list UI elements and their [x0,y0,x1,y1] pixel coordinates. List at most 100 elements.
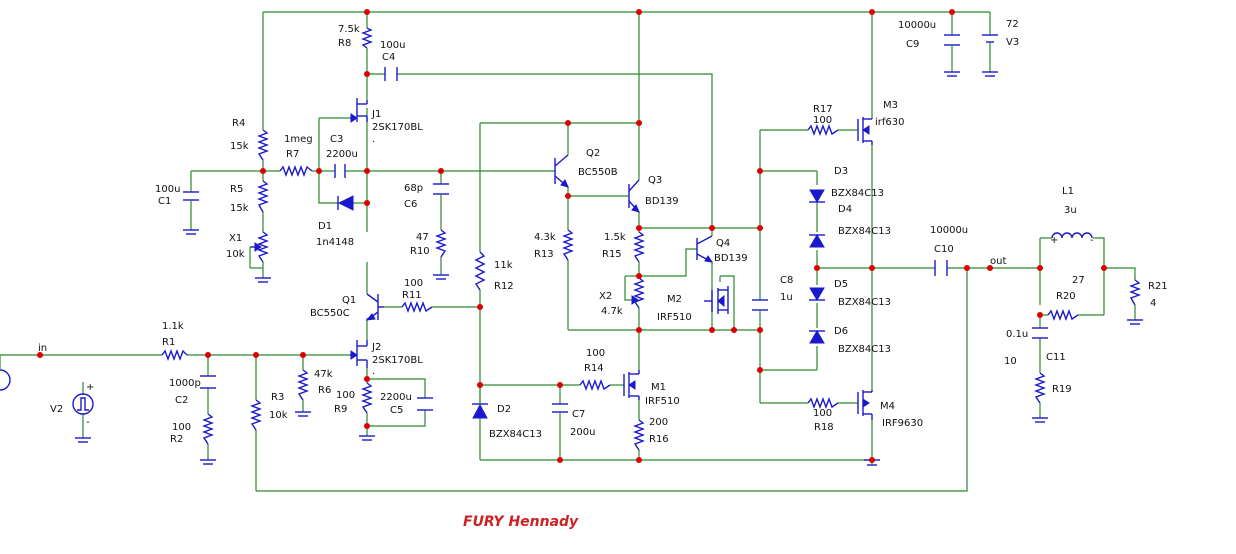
capacitor-c3 [334,164,346,178]
resistor-r8 [361,27,373,49]
resistor-r9 [359,382,375,441]
label-r14-ref: R14 [584,363,604,374]
label-m1-val: IRF510 [645,396,680,407]
inductor-l1 [1051,232,1093,239]
label-x1-ref: X1 [229,233,242,244]
label-r7-val: 1meg [284,134,313,145]
label-c4-val: 100u [380,40,405,51]
label-r1-val: 1.1k [162,321,184,332]
resistor-r3 [250,399,262,431]
capacitor-c6 [433,183,449,202]
label-m2-val: IRF510 [657,312,692,323]
resistor-r6 [295,369,311,417]
label-r2-val: 100 [172,422,191,433]
label-r9-val: 100 [336,390,355,401]
label-c10-ref: C10 [934,244,954,255]
label-v2-ref: V2 [50,404,63,415]
label-v3-val: 72 [1006,19,1019,30]
label-d2-val: BZX84C13 [489,429,542,440]
label-x2-val: 4.7k [601,306,623,317]
label-d6-ref: D6 [834,326,848,337]
label-r17-val: 100 [813,115,832,126]
label-m3-val: irf630 [875,117,905,128]
label-r18-val: 100 [813,408,832,419]
resistor-r18 [807,397,839,409]
resistor-r10 [433,229,449,280]
label-q2-ref: Q2 [586,148,600,159]
label-m3-ref: M3 [883,100,898,111]
label-j2-dot: . [372,366,375,377]
resistor-r1 [161,349,188,361]
label-c8-val: 1u [780,292,793,303]
label-q4-val: BD139 [714,253,748,264]
label-c9-ref: C9 [906,39,919,50]
transistor-q2 [554,154,569,188]
label-m2-ref: M2 [667,294,682,305]
label-q1-ref: Q1 [342,295,356,306]
label-r4-ref: R4 [232,118,245,129]
capacitor-c2 [200,375,216,389]
capacitor-c7 [552,403,568,420]
label-r13-val: 4.3k [534,232,556,243]
label-c5-val: 2200u [380,392,412,403]
resistor-r14 [579,379,611,391]
label-d3-ref: D3 [834,166,848,177]
jfet-j2 [350,340,368,368]
label-c2-ref: C2 [175,395,188,406]
label-r3-ref: R3 [271,392,284,403]
resistor-r15 [633,231,645,263]
label-r13-ref: R13 [534,249,554,260]
label-c11-ref: C11 [1046,352,1066,363]
capacitor-c8 [752,299,768,318]
resistor-r13 [562,229,574,261]
label-d1-val: 1n4148 [316,237,354,248]
resistor-r7 [279,165,313,177]
label-r6-ref: R6 [318,385,331,396]
label-r12-ref: R12 [494,281,514,292]
label-c9-val: 10000u [898,20,936,31]
resistor-r11 [401,301,433,313]
zener-d5 [809,287,825,301]
capacitor-c1 [183,191,199,235]
net-label-out: out [990,256,1006,267]
jfet-j1 [350,98,368,123]
battery-v3 [982,34,998,77]
label-r7-ref: R7 [286,149,299,160]
capacitor-c10 [934,260,948,276]
label-d4-val: BZX84C13 [838,226,891,237]
label-d5-ref: D5 [834,279,848,290]
capacitor-c5 [417,397,433,411]
label-d2-ref: D2 [497,404,511,415]
label-m4-ref: M4 [880,401,895,412]
label-r15-ref: R15 [602,249,622,260]
label-d6-val: BZX84C13 [838,344,891,355]
label-q2-val: BC550B [578,167,618,178]
label-r1-ref: R1 [162,337,175,348]
zener-d4 [809,234,825,248]
label-c8-ref: C8 [780,275,793,286]
capacitor-c11 [1032,327,1048,339]
label-r8-ref: R8 [338,38,351,49]
resistor-r16 [633,419,645,451]
resistor-r5 [257,180,269,213]
label-r20-val: 27 [1072,275,1085,286]
label-j1-ref: J1 [371,109,381,120]
label-c3-ref: C3 [330,134,343,145]
label-r15-val: 1.5k [604,232,626,243]
label-r3-val: 10k [269,410,288,421]
label-r10-ref: R10 [410,246,430,257]
mosfet-m4 [857,390,880,466]
transistor-q3 [628,179,640,213]
label-q4-ref: Q4 [716,238,730,249]
label-r11-val: 100 [404,278,423,289]
label-c7-val: 200u [570,427,595,438]
label-x2-ref: X2 [599,291,612,302]
label-c7-ref: C7 [572,409,585,420]
label-r19-val: 10 [1004,356,1017,367]
label-m4-val: IRF9630 [882,418,923,429]
label-j1-val: 2SK170BL [372,122,423,133]
label-c6-val: 68p [404,183,423,194]
label-l1-minus: - [1090,235,1094,246]
label-l1-ref: L1 [1062,186,1074,197]
potentiometer-x1 [249,231,271,283]
